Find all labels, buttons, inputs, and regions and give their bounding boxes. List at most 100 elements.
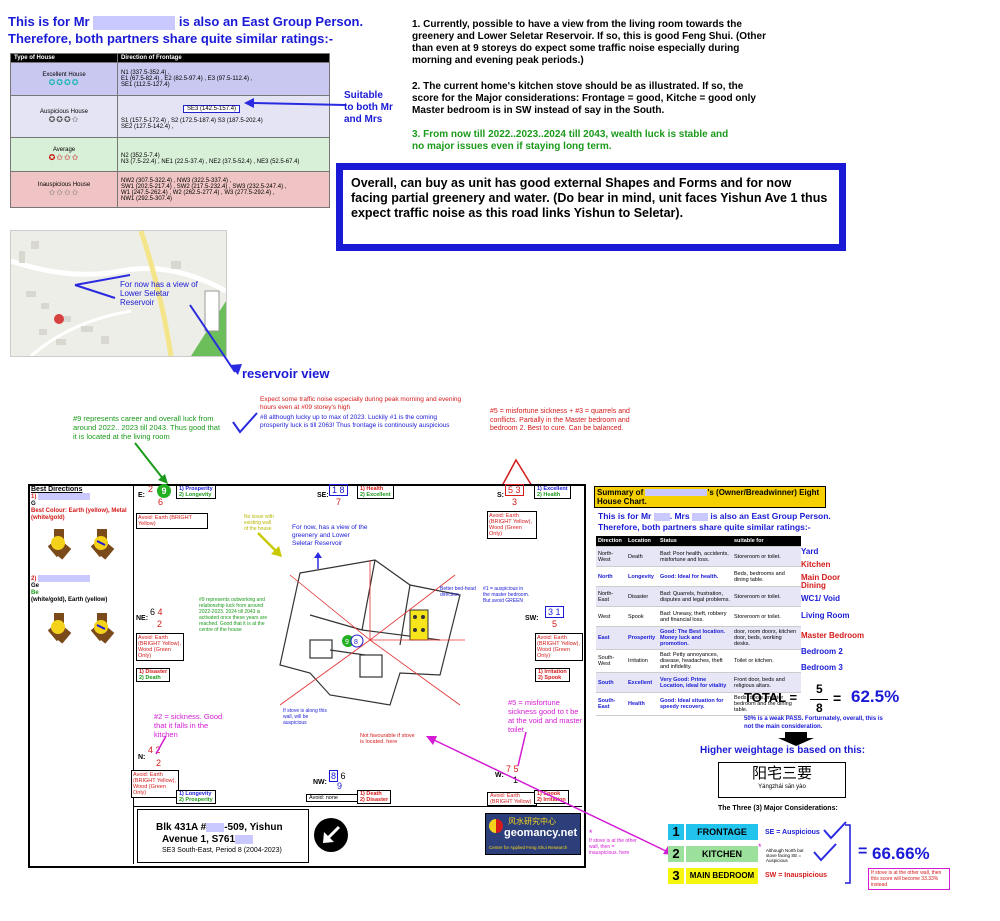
summary-title-pre: Summary of — [597, 488, 644, 497]
summary-sub1-mid: . Mrs — [669, 511, 690, 521]
note-one-aus: #1 = auspicious in the master bedroom. B… — [483, 586, 530, 604]
summary-cell: Bad: Quarrels, frustration, disputes and… — [658, 586, 732, 607]
palace-e-star: 9 — [157, 484, 171, 498]
final-pct: 66.66% — [872, 844, 930, 863]
best-dir-item2-sub1: Ge — [31, 583, 40, 590]
side-label-wc: WC1/ Void — [801, 594, 840, 603]
palace-sw-labels: 1) Irritation 2) Spook — [535, 668, 570, 682]
note-nine-small: #9 represents outworking and relationshi… — [199, 597, 268, 633]
summary-cell: Storeroom or toilet. — [732, 586, 801, 607]
logo-chinese: 风水研究中心 — [508, 817, 556, 826]
total-eq: = — [833, 690, 842, 706]
palace-e-num-left: 2 — [148, 484, 154, 494]
redacted-postal — [235, 834, 254, 844]
check-icon — [813, 843, 837, 862]
floor-plan: 9 8 — [279, 559, 465, 706]
summary-cell: South-West — [596, 649, 626, 673]
summary-cell: Front door, beds and religious altars. — [732, 672, 801, 693]
palace-ne-nums: 6 4 — [150, 607, 163, 617]
consideration-3-label: MAIN BEDROOM — [686, 868, 758, 884]
summary-cell: South — [596, 672, 626, 693]
total-fraction-bar — [810, 699, 828, 700]
redacted-unit — [206, 822, 225, 832]
ratings-type-cell: Excellent House ✪✪✪✪ — [10, 62, 118, 96]
palace-e-dir: E: — [138, 492, 145, 499]
palace-label: 1) Spook — [537, 791, 561, 797]
total-denominator: 8 — [816, 701, 823, 715]
palace-n-avoid: Avoid: Earth (BRIGHT Yellow), Wood (Gree… — [131, 770, 179, 798]
summary-cell: Bad: Uneasy, theft, robbery and financia… — [658, 606, 732, 627]
redacted-name — [93, 15, 176, 30]
palace-se-dir: SE: — [317, 492, 329, 499]
best-dir-item2-sub2: Be — [31, 590, 39, 597]
ratings-type-label: Auspicious House — [39, 109, 89, 115]
palace-se-labels: 1) Health 2) Excellent — [357, 485, 394, 499]
summary-cell: Very Good: Prime Location, ideal for vit… — [658, 672, 732, 693]
note-not-fav: Not favourable if stove is located. here — [360, 733, 415, 745]
map-image — [10, 230, 227, 357]
address-line1-b: -509, Yishun — [224, 822, 283, 833]
summary-table-wrap: Direction Location Status suitable for N… — [596, 536, 801, 716]
final-note-text: If stove is at the other wall, then this… — [871, 870, 942, 888]
best-directions-title: Best Directions — [31, 486, 83, 493]
summary-cell: Spook — [626, 606, 658, 627]
note-1: 1. Currently, possible to have a view fr… — [412, 19, 766, 66]
palace-nw-nums: 8 6 — [329, 770, 346, 782]
nine-arrow — [134, 442, 168, 484]
best-dir-item2-colour: (white/gold), Earth (yellow) — [31, 597, 108, 604]
check-icon — [823, 821, 847, 840]
redacted-name — [38, 493, 91, 500]
side-label-yard: Yard — [801, 547, 819, 556]
ratings-dirs-cell: SE3 (142.5-157.4) S1 (157.5-172.4) , S2 … — [117, 95, 330, 138]
suitable-note: Suitable to both Mr and Mrs — [344, 90, 393, 125]
total-label: TOTAL = — [744, 690, 798, 705]
summary-cell: North — [596, 566, 626, 587]
summary-cell: Beds, doors, master bedroom and the dini… — [732, 692, 801, 716]
palace-label: 1) Longevity — [179, 791, 212, 797]
overall-box: Overall, can buy as unit has good extern… — [336, 163, 846, 251]
greenery-arrow — [314, 552, 322, 569]
map-callout: For now has a view of Lower Seletar Rese… — [120, 280, 198, 307]
summary-cell: Storeroom or toilet. — [732, 606, 801, 627]
summary-sub1: This is for Mr . Mrs is also an East Gro… — [598, 511, 831, 521]
note-traffic: Expect some traffic noise especially dur… — [260, 396, 462, 411]
consideration-2-label: KITCHEN — [686, 846, 758, 862]
note-2: 2. The current home's kitchen stove shou… — [412, 81, 756, 116]
three-considerations: The Three (3) Major Considerations: — [718, 805, 838, 812]
palace-ne-dir: NE: — [136, 615, 149, 622]
suitable-arrow — [244, 98, 346, 108]
summary-cell: Prosperity — [626, 626, 658, 650]
address-line2-a: Avenue 1, S761 — [162, 834, 236, 845]
chinese-title: 阳宅三要 — [751, 764, 812, 782]
palace-w-avoid: Avoid: Earth (BRIGHT Yellow) — [487, 792, 537, 806]
summary-cell: North-West — [596, 546, 626, 567]
plan-frame — [28, 484, 586, 868]
summary-sub2: Therefore, both partners share quite sim… — [598, 522, 811, 532]
palace-label: 1) Disaster — [139, 669, 168, 675]
note-misfortune-top: #5 = misfortune sickness + #3 = quarrels… — [490, 408, 630, 432]
down-arrow-icon — [778, 732, 814, 746]
ratings-stars: ✩✩✩✩ — [48, 188, 80, 197]
header-line1-post: is also an East Group Person. — [178, 14, 364, 29]
plan-frame-top — [28, 484, 582, 485]
summary-cell: Good: The Best location. Money luck and … — [658, 626, 732, 650]
summary-title-post: 's (Owner/Breadwinner) Eight House Chart… — [597, 488, 820, 506]
note-eight: #8 although lucky up to max of 2023. Luc… — [260, 414, 450, 429]
svg-text:8: 8 — [354, 639, 358, 646]
consideration-3-result: SW = Inauspicious — [765, 872, 828, 879]
side-label-kitchen: Kitchen — [801, 560, 831, 569]
palace-label: 1) Health — [360, 486, 384, 492]
ratings-dirs: S1 (157.5-172.4) , S2 (172.5-187.4) S3 (… — [121, 117, 263, 130]
bracket — [845, 824, 851, 884]
palace-s-avoid: Avoid: Earth (BRIGHT Yellow), Wood (Gree… — [487, 511, 537, 539]
check-icon — [232, 412, 258, 434]
chinese-box: 阳宅三要 Yángzhái sān yào — [718, 762, 846, 798]
palace-sw-avoid: Avoid: Earth (BRIGHT Yellow), Wood (Gree… — [535, 633, 583, 661]
note-stove-other: If stove is at the other wall, then = in… — [589, 838, 637, 856]
ratings-table: Type of House Direction of Frontage Exce… — [10, 53, 330, 208]
palace-ne-labels: 1) Disaster 2) Death — [136, 668, 171, 682]
map-arrows — [74, 274, 242, 375]
palace-label: 1) Death — [360, 791, 382, 797]
palace-label: 1) Excellent — [537, 486, 568, 492]
summary-col: Direction — [596, 536, 626, 547]
